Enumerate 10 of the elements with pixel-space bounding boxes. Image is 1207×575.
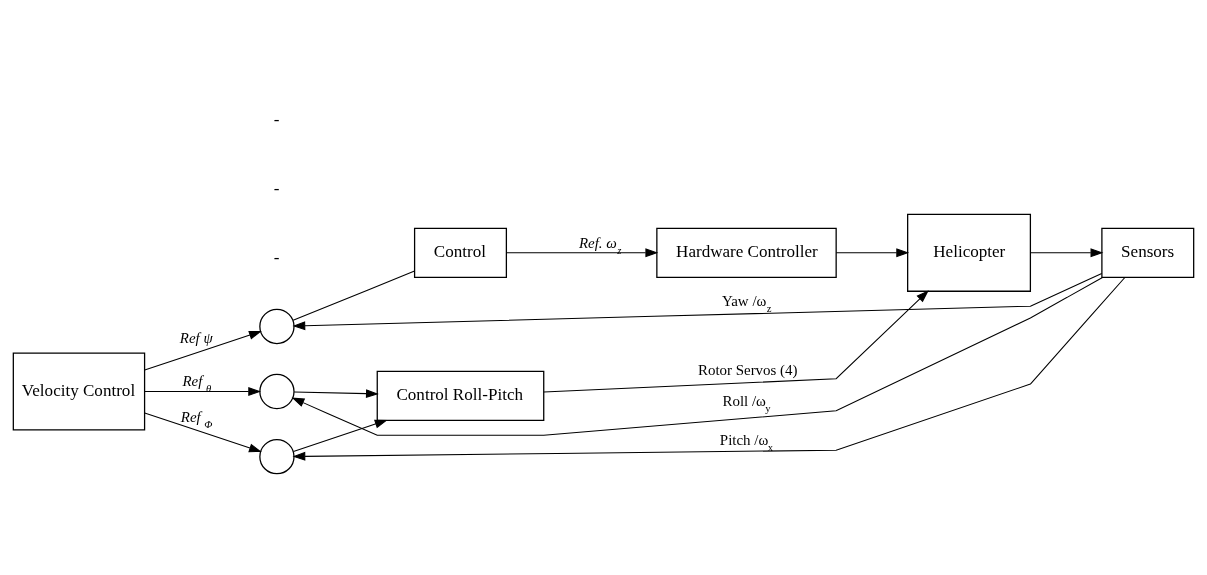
edge-label: Pitch /ω$_{x}$ — [719, 432, 774, 454]
label: - — [273, 109, 280, 129]
edge-label: Ref. ω$_{z}$ — [578, 234, 622, 256]
edge-label: Roll /ω$_{y}$ — [722, 392, 771, 414]
edge-label: Rotor Servos (4) — [697, 361, 798, 378]
edge-label: Ref $_{Φ}$ — [180, 408, 213, 430]
label: - — [273, 178, 280, 198]
edge-label: Yaw /ω$_{z}$ — [721, 293, 772, 315]
label: - — [273, 248, 280, 268]
edge-label: Ref ψ — [179, 329, 213, 346]
